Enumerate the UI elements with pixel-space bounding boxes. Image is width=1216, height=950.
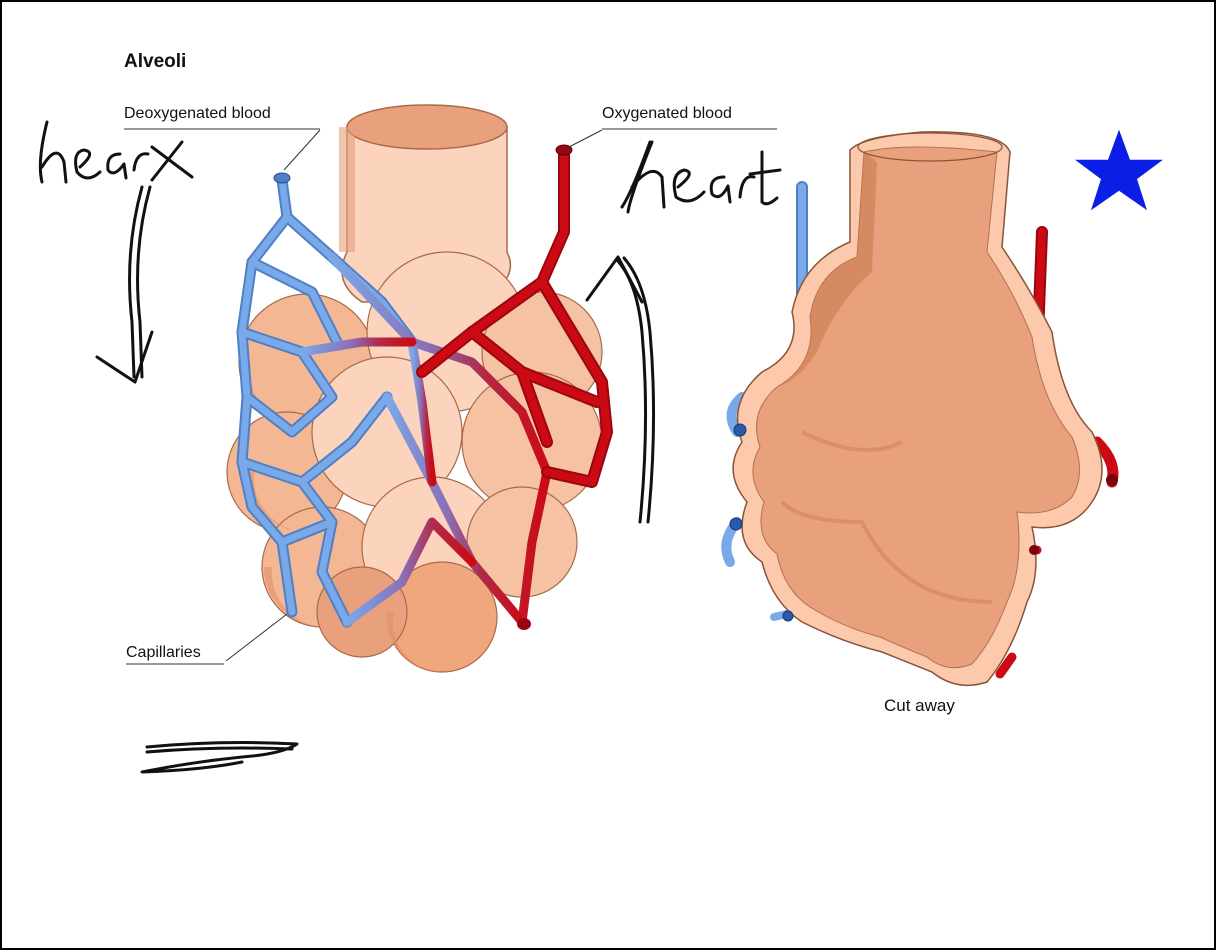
cut-away-label: Cut away <box>884 697 955 714</box>
handwriting-left-heart <box>40 122 192 182</box>
oxygenated-blood-label: Oxygenated blood <box>602 106 732 122</box>
scribble-annotation <box>142 743 297 772</box>
star-icon <box>1075 130 1163 211</box>
capillaries-leader <box>226 614 287 661</box>
down-arrow-annotation <box>97 187 152 382</box>
diagram-title: Alveoli <box>124 52 186 71</box>
handwriting-right-heart <box>622 142 780 212</box>
cut-away-cluster <box>726 132 1118 686</box>
deoxygenated-blood-label: Deoxygenated blood <box>124 106 271 122</box>
deoxygenated-leader <box>284 130 320 170</box>
capillaries-label: Capillaries <box>126 645 201 661</box>
alveoli-cluster <box>227 105 607 672</box>
oxygenated-leader <box>567 130 602 148</box>
